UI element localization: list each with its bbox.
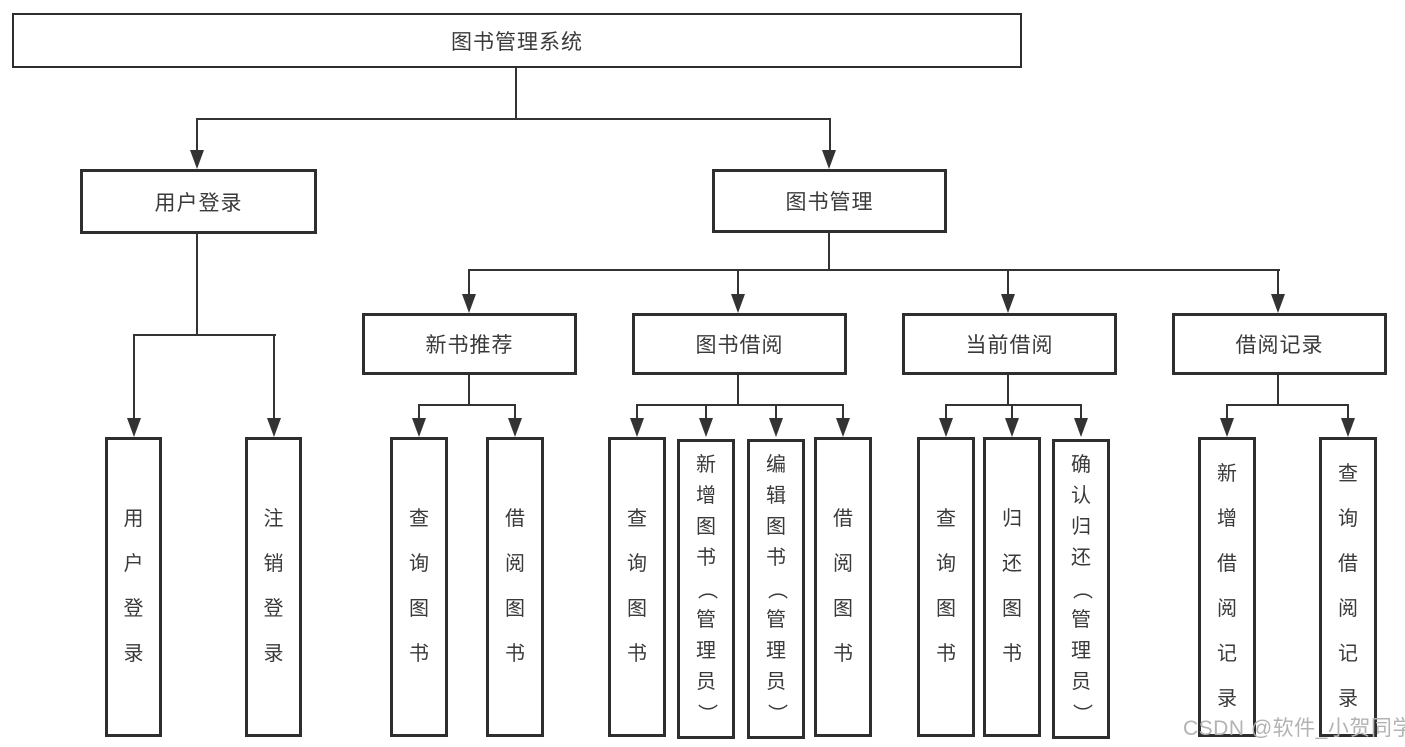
arrow-down-icon <box>267 418 281 437</box>
node-borrow-records-label: 借阅记录 <box>1235 334 1324 357</box>
connector-drop <box>775 404 777 420</box>
connector-sec3-stem <box>1007 373 1009 406</box>
node-new-book-recommend: 新书推荐 <box>362 313 577 375</box>
node-add-book-admin: 新增图书（管理员） <box>677 439 735 739</box>
arrow-down-icon <box>1341 418 1355 437</box>
node-query-books-recommend-label: 查询图书 <box>409 508 429 665</box>
connector-mgmt-drop <box>829 118 831 152</box>
node-borrow-books-action: 借阅图书 <box>814 437 872 737</box>
connector-sec2-rail <box>636 404 844 406</box>
node-current-borrow-label: 当前借阅 <box>965 334 1054 357</box>
node-add-borrow-record: 新增借阅记录 <box>1198 437 1256 737</box>
arrow-down-icon <box>699 418 713 437</box>
connector-drop <box>842 404 844 420</box>
node-root: 图书管理系统 <box>12 13 1022 68</box>
node-book-borrow: 图书借阅 <box>632 313 847 375</box>
node-user-login: 用户登录 <box>80 169 317 234</box>
connector-sec1-drop <box>468 269 470 296</box>
node-confirm-return-admin-label: 确认归还（管理员） <box>1070 453 1093 724</box>
arrow-down-icon <box>1005 418 1019 437</box>
connector-sec4-drop <box>1277 269 1279 296</box>
connector-sec4-stem <box>1277 373 1279 406</box>
connector-drop <box>1226 404 1228 420</box>
connector-level2-rail <box>468 269 1280 271</box>
connector-user-drop <box>196 118 198 152</box>
node-query-borrow-record: 查询借阅记录 <box>1319 437 1377 737</box>
node-borrow-records: 借阅记录 <box>1172 313 1387 375</box>
arrow-down-icon <box>412 418 426 437</box>
arrow-down-icon <box>127 418 141 437</box>
node-add-borrow-record-label: 新增借阅记录 <box>1217 463 1237 710</box>
connector-sec1-rail <box>418 404 516 406</box>
connector-sec3-rail <box>945 404 1082 406</box>
connector-sec4-rail <box>1226 404 1349 406</box>
node-return-book-label: 归还图书 <box>1002 508 1022 665</box>
connector-root-stem <box>515 67 517 120</box>
node-user-login-label: 用户登录 <box>154 191 243 215</box>
node-add-book-admin-label: 新增图书（管理员） <box>695 453 718 724</box>
connector-drop <box>418 404 420 420</box>
arrow-down-icon <box>508 418 522 437</box>
connector-sec1-stem <box>468 373 470 406</box>
node-query-books-recommend: 查询图书 <box>390 437 448 737</box>
node-user-login-action-label: 用户登录 <box>123 508 144 665</box>
arrow-down-icon <box>822 150 836 169</box>
connector-user-rail <box>133 334 276 336</box>
connector-sec3-drop <box>1007 269 1009 296</box>
connector-drop <box>945 404 947 420</box>
node-book-borrow-label: 图书借阅 <box>695 334 784 357</box>
node-edit-book-admin: 编辑图书（管理员） <box>747 439 805 739</box>
arrow-down-icon <box>1271 294 1285 313</box>
node-query-books-current: 查询图书 <box>917 437 975 737</box>
arrow-down-icon <box>190 150 204 169</box>
node-edit-book-admin-label: 编辑图书（管理员） <box>765 453 788 724</box>
arrow-down-icon <box>731 294 745 313</box>
node-book-management: 图书管理 <box>712 169 947 233</box>
arrow-down-icon <box>630 418 644 437</box>
node-logout-action-label: 注销登录 <box>263 508 284 665</box>
arrow-down-icon <box>769 418 783 437</box>
connector-sec2-drop <box>737 269 739 296</box>
node-borrow-books-action-label: 借阅图书 <box>833 508 853 665</box>
connector-level1-rail <box>196 118 831 120</box>
connector-drop <box>514 404 516 420</box>
node-borrow-books-recommend: 借阅图书 <box>486 437 544 737</box>
node-book-management-label: 图书管理 <box>785 191 874 214</box>
arrow-down-icon <box>939 418 953 437</box>
node-borrow-books-recommend-label: 借阅图书 <box>505 508 525 665</box>
connector-drop <box>636 404 638 420</box>
connector-sec2-stem <box>737 373 739 406</box>
connector-mgmt-stem <box>828 231 830 271</box>
connector-drop <box>1011 404 1013 420</box>
connector-drop <box>1080 404 1082 420</box>
node-query-books-borrow: 查询图书 <box>608 437 666 737</box>
connector-drop <box>705 404 707 420</box>
node-new-book-recommend-label: 新书推荐 <box>425 334 514 357</box>
arrow-down-icon <box>1001 294 1015 313</box>
node-query-borrow-record-label: 查询借阅记录 <box>1338 463 1358 710</box>
node-query-books-current-label: 查询图书 <box>936 508 956 665</box>
node-query-books-borrow-label: 查询图书 <box>627 508 647 665</box>
node-root-label: 图书管理系统 <box>451 30 583 54</box>
arrow-down-icon <box>1074 418 1088 437</box>
arrow-down-icon <box>1220 418 1234 437</box>
arrow-down-icon <box>836 418 850 437</box>
node-user-login-action: 用户登录 <box>105 437 162 737</box>
node-logout-action: 注销登录 <box>245 437 302 737</box>
connector-drop <box>1347 404 1349 420</box>
node-return-book: 归还图书 <box>983 437 1041 737</box>
connector-user-stem <box>196 232 198 336</box>
node-current-borrow: 当前借阅 <box>902 313 1117 375</box>
connector-user-child1-drop <box>133 334 135 419</box>
connector-user-child2-drop <box>273 334 275 419</box>
csdn-watermark: CSDN @软件_小贺同学 <box>1183 717 1405 740</box>
node-confirm-return-admin: 确认归还（管理员） <box>1052 439 1110 739</box>
arrow-down-icon <box>462 294 476 313</box>
